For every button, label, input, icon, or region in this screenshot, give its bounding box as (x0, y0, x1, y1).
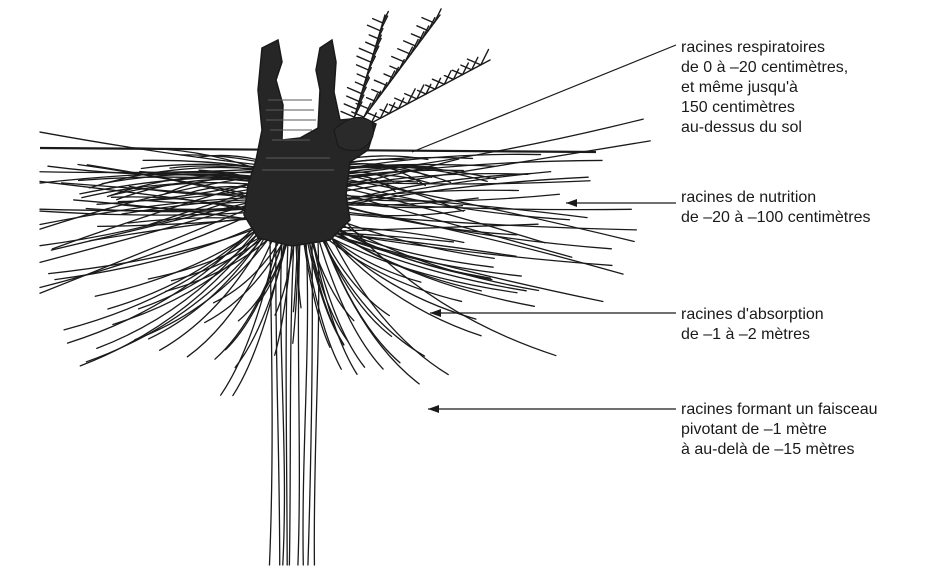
taproot (269, 240, 272, 565)
frond-leaflet (411, 34, 422, 39)
frond-leaflet (344, 104, 356, 109)
absorption-root (308, 237, 344, 345)
frond-leaflet (348, 88, 362, 94)
label-line: de 0 à –20 centimètres, (681, 58, 848, 78)
label-line: 150 centimètres (681, 98, 848, 118)
label-line: de –1 à –2 mètres (681, 325, 824, 345)
taproot (314, 240, 318, 565)
label-line: et même jusqu'à (681, 78, 848, 98)
absorption-root (226, 236, 284, 350)
label-absorption-roots: racines d'absorption de –1 à –2 mètres (681, 305, 824, 345)
label-line: de –20 à –100 centimètres (681, 208, 870, 228)
absorption-root (238, 233, 291, 321)
frond-leaflet (392, 57, 405, 63)
frond-leaflet (417, 26, 428, 31)
taproot (286, 240, 288, 565)
palm-frond (341, 9, 490, 128)
frond-leaflet (422, 18, 434, 23)
label-line: à au-delà de –15 mètres (681, 440, 878, 460)
frond-leaflet (373, 19, 383, 23)
frond-leaflet (357, 56, 371, 62)
frond-leaflet (369, 35, 378, 39)
frond-leaflet (355, 82, 363, 86)
taproot (276, 240, 280, 565)
label-line: racines formant un faisceau (681, 400, 878, 420)
label-nutrition-roots: racines de nutrition de –20 à –100 centi… (681, 188, 870, 228)
taproot (308, 240, 312, 565)
frond-leaflet (359, 48, 373, 54)
taproot (289, 240, 294, 565)
pointer-pivot (428, 405, 676, 413)
pointer-nutrition (566, 199, 676, 207)
frond-leaflet (357, 74, 366, 78)
frond-leaflet (398, 49, 411, 55)
label-line: racines respiratoires (681, 38, 848, 58)
label-line: racines de nutrition (681, 188, 870, 208)
taproot (298, 240, 300, 565)
taproot-bundle (269, 240, 318, 565)
frond-leaflet (366, 42, 376, 46)
frond-leaflet (374, 80, 387, 86)
frond-leaflet (347, 96, 359, 101)
pointer-respiratory (412, 45, 676, 152)
frond-leaflet (357, 65, 369, 70)
label-line: pivotant de –1 mètre (681, 420, 878, 440)
frond-leaflet (367, 25, 380, 30)
taproot (303, 240, 308, 565)
label-pivot-roots: racines formant un faisceau pivotant de … (681, 400, 878, 460)
label-line: au-dessus du sol (681, 118, 848, 138)
label-respiratory-roots: racines respiratoires de 0 à –20 centimè… (681, 38, 848, 138)
label-line: racines d'absorption (681, 305, 824, 325)
frond-leaflet (404, 41, 417, 47)
